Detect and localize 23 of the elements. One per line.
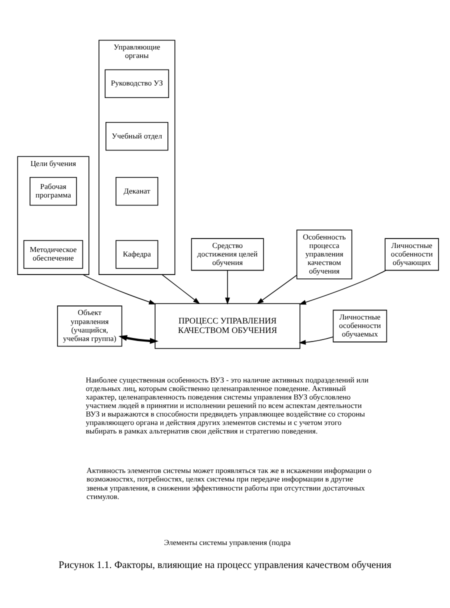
arrow [298,336,334,345]
node-box: Личностные особенности обучаемых [332,310,388,342]
node-box: Руководство УЗ [104,69,170,98]
label: Наиболее существенная особенность ВУЗ - это наличие активных подразделений или отдельных лиц, которым свойственно целенаправленное поведение. Активный характер, целенаправленность поведения системы управления ВУЗ обусловлено участием людей в принятии и исполнении решений по всем аспектам деятельности ВУЗ и выражаются в способности предвидеть управляющее воздействие со стороны управляющего органа и действия других элементов системы и с учетом этого выбирать в рамках альтернатив свои действия и стратегию поведения. [86,376,369,436]
label: Элементы системы управления (подра [164,538,291,547]
arrow [162,274,200,304]
node-box: Методическое обеспечение [23,240,84,269]
node-box: ПРОЦЕСС УПРАВЛЕНИЯ КАЧЕСТВОМ ОБУЧЕНИЯ [154,303,300,349]
node-box: Рабочая программа [30,176,77,206]
node-box: Кафедра [116,240,158,269]
node-box: Личностные особенности обучающих [384,238,439,271]
node-box: Средство достижения целей обучения [191,238,264,271]
arrow [256,274,297,304]
arrow [82,274,156,304]
arrow [118,335,158,344]
arrow [225,270,230,305]
arrow [299,270,386,305]
caption: Рисунок 1.1. Факторы, влияющие на процесс управления качеством обучения [58,560,392,572]
node-box: Учебный отдел [106,122,168,151]
node-box: Объект управления (учащийся, учебная группа) [57,306,122,347]
node-box: Особенность процесса управления качеством обучения [296,230,352,280]
label: Активность элементов системы может проявляться так же в искажении информации о возможностях, потребностях, целях системы при передаче информации в другие звенья управления, в снижении эффективности работы при отсутствии достаточных стимулов. [86,466,372,501]
node-box: Деканат [116,176,158,206]
